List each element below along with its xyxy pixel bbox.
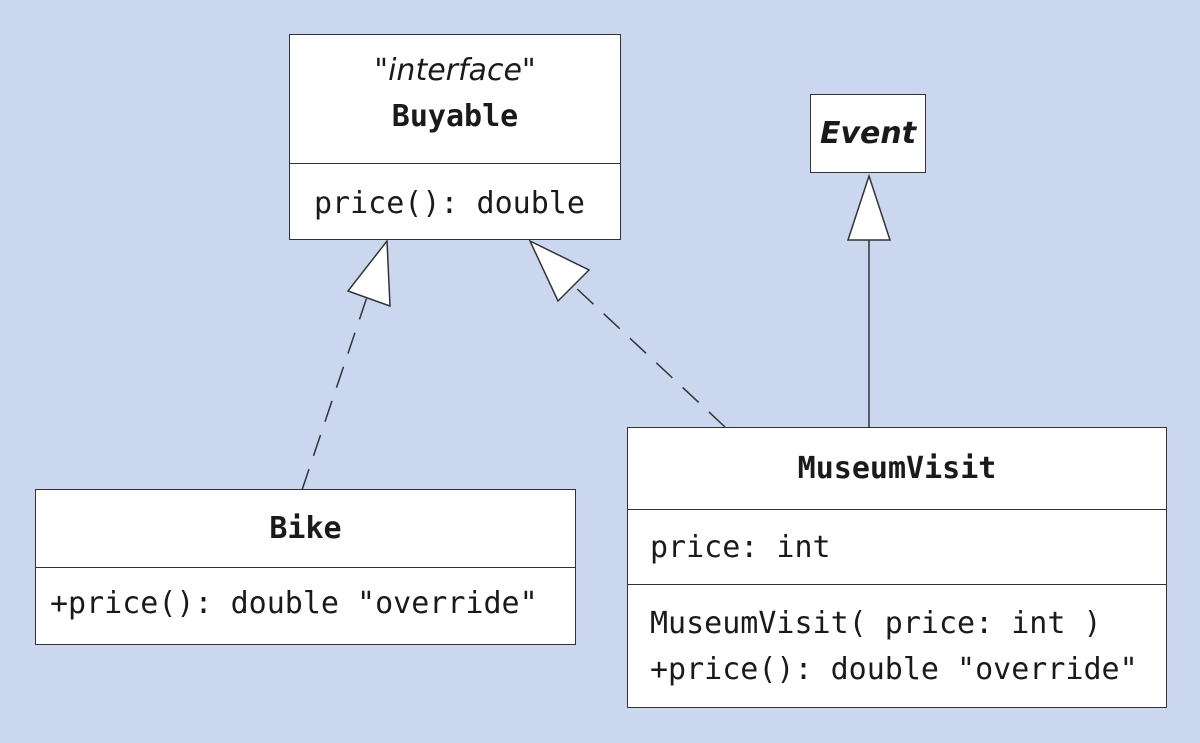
museumvisit-buyable-arrowhead — [528, 239, 591, 303]
buyable-operations: price(): double — [290, 163, 620, 226]
buyable-header: "interface" Buyable — [290, 35, 620, 163]
event-header: Event — [811, 95, 925, 172]
museumvisit-event-arrowhead — [846, 173, 892, 241]
museumvisit-operations: MuseumVisit( price: int ) +price(): doub… — [628, 584, 1166, 693]
museumvisit-attribute: price: int — [650, 530, 831, 565]
museumvisit-buyable-realization-line — [573, 285, 726, 428]
event-class-box: Event — [810, 94, 926, 173]
buyable-stereotype: "interface" — [374, 53, 536, 88]
museumvisit-constructor: MuseumVisit( price: int ) — [650, 606, 1102, 641]
museumvisit-name: MuseumVisit — [797, 451, 997, 486]
event-name: Event — [819, 116, 917, 151]
museumvisit-operation: +price(): double "override" — [650, 652, 1138, 687]
buyable-name: Buyable — [391, 99, 519, 134]
buyable-interface-box: "interface" Buyable price(): double — [289, 34, 621, 240]
bike-buyable-arrowhead — [346, 238, 391, 308]
bike-buyable-realization-line — [301, 296, 368, 491]
buyable-operation: price(): double — [314, 186, 585, 221]
bike-class-box: Bike +price(): double "override" — [35, 489, 576, 645]
museumvisit-class-box: MuseumVisit price: int MuseumVisit( pric… — [627, 427, 1167, 708]
bike-name: Bike — [269, 511, 342, 546]
bike-operations: +price(): double "override" — [36, 567, 575, 626]
bike-operation: +price(): double "override" — [50, 586, 538, 621]
museumvisit-attributes: price: int — [628, 509, 1166, 584]
museumvisit-header: MuseumVisit — [628, 428, 1166, 509]
bike-header: Bike — [36, 490, 575, 567]
